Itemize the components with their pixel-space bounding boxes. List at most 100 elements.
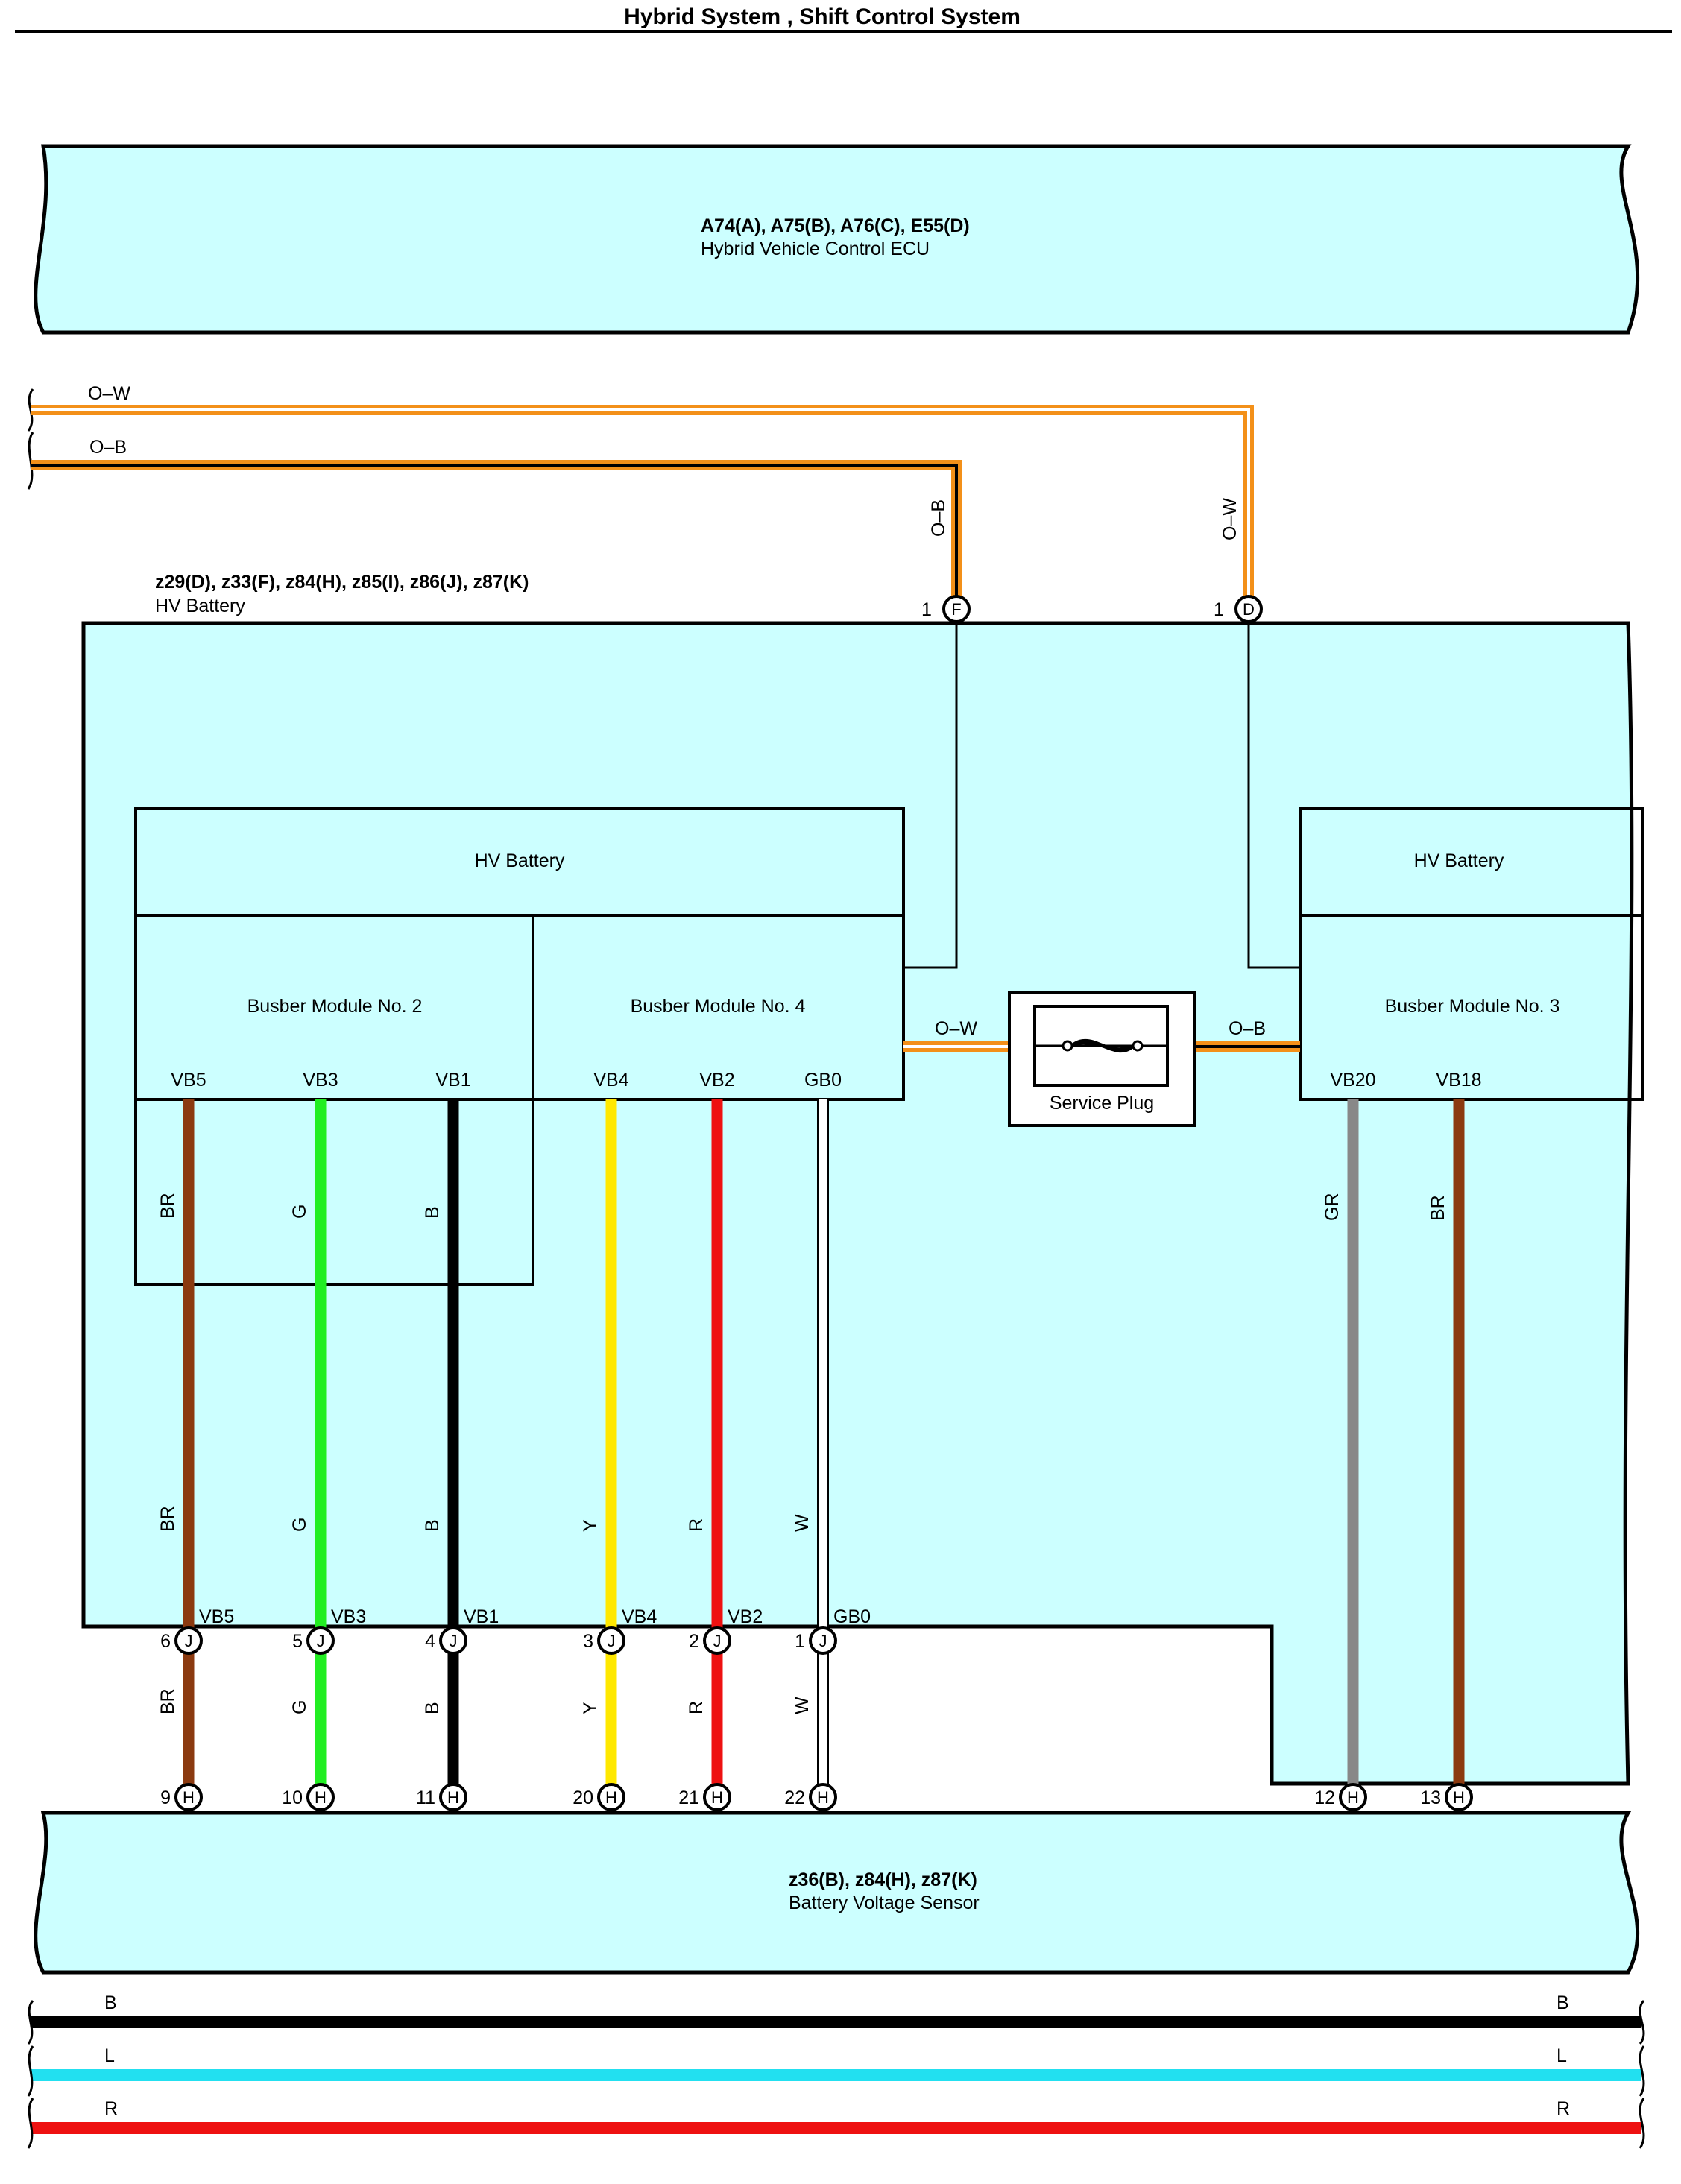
j-pin-label: VB1 — [464, 1606, 499, 1627]
wire-top-label: VB5 — [171, 1070, 206, 1091]
wire-color-code: R — [686, 1518, 707, 1532]
connector-letter: J — [317, 1632, 325, 1650]
wire-ob-top — [31, 460, 962, 605]
connector-letter: H — [1453, 1788, 1465, 1807]
internal-line-d — [1247, 622, 1300, 969]
connector-letter: J — [185, 1632, 193, 1650]
hv-battery-code: z29(D), z33(F), z84(H), z85(I), z86(J), … — [155, 572, 529, 593]
sensor-block — [34, 1811, 1640, 1975]
j-pin-label: VB4 — [622, 1606, 657, 1627]
connector-letter: J — [450, 1632, 458, 1650]
connector-letter: J — [608, 1632, 616, 1650]
connector-letter: J — [819, 1632, 827, 1650]
h-pin-number: 20 — [573, 1787, 593, 1808]
top-wire-breaks — [27, 388, 34, 490]
service-plug-label: Service Plug — [1050, 1093, 1154, 1114]
sensor-name: Battery Voltage Sensor — [789, 1893, 980, 1913]
wire-vb4: VB4YYJ3VB4H20VC4 — [573, 1070, 657, 1839]
connector-letter: J — [713, 1632, 722, 1650]
hv-battery-block — [81, 621, 1634, 1786]
service-plug-wire-code-right: O–B — [1229, 1018, 1266, 1039]
h-pin-number: 13 — [1420, 1787, 1441, 1808]
wire-vb5: VB5BRBRBRJ6VB5H9VC5 — [157, 1070, 234, 1839]
bus-wire-code-left: R — [104, 2098, 118, 2119]
busbar-module-3-label: Busber Module No. 3 — [1385, 996, 1560, 1017]
ecu-code: A74(A), A75(B), A76(C), E55(D) — [701, 215, 970, 236]
wire-color-code: BR — [1428, 1195, 1448, 1221]
bus-wire-code-right: R — [1557, 2098, 1570, 2119]
h-pin-number: 11 — [416, 1787, 435, 1808]
busbar-module-4-label: Busber Module No. 4 — [631, 996, 806, 1017]
wire-color-code: BR — [157, 1193, 178, 1219]
wire-top-label: VB2 — [699, 1070, 734, 1091]
wire-color-code: GR — [1322, 1193, 1343, 1222]
busbar-module-2-lower — [134, 1098, 534, 1286]
j-pin-number: 3 — [583, 1631, 593, 1652]
wire-top-label: VB1 — [435, 1070, 470, 1091]
bottom-wire-breaks — [27, 1999, 1645, 2149]
pin-number: 1 — [1214, 599, 1224, 620]
h-pin-number: 21 — [678, 1787, 699, 1808]
wire-code-ow-top: O–W — [88, 383, 130, 404]
internal-line-f — [903, 622, 958, 969]
connector-letter: H — [817, 1788, 829, 1807]
bus-wire-code-right: L — [1557, 2045, 1567, 2066]
connector-letter: H — [1347, 1788, 1359, 1807]
wire-color-code: W — [792, 1697, 813, 1714]
j-pin-label: VB3 — [331, 1606, 366, 1627]
h-pin-number: 9 — [160, 1787, 171, 1808]
connector-letter: H — [183, 1788, 195, 1807]
j-pin-number: 5 — [292, 1631, 303, 1652]
h-pin-number: 10 — [282, 1787, 303, 1808]
connector-letter: F — [951, 600, 961, 619]
connector-letter: H — [315, 1788, 327, 1807]
h-pin-number: 22 — [784, 1787, 805, 1808]
j-pin-label: GB0 — [833, 1606, 871, 1627]
wire-code-ob-top: O–B — [89, 437, 127, 458]
connector-letter: H — [711, 1788, 723, 1807]
bus-wire-code-left: L — [104, 2045, 115, 2066]
wire-code-ob-vertical: O–B — [928, 499, 949, 537]
wire-top-label: VB18 — [1436, 1070, 1481, 1091]
service-plug: Service Plug — [1008, 991, 1196, 1127]
hv-battery-name: HV Battery — [155, 596, 245, 616]
bus-wire-code-left: B — [104, 1992, 117, 2013]
wire-top-label: VB20 — [1330, 1070, 1375, 1091]
pin-number: 1 — [921, 599, 932, 620]
wire-color-code: B — [422, 1702, 443, 1714]
j-pin-number: 1 — [795, 1631, 805, 1652]
wire-color-code: W — [792, 1514, 813, 1532]
wire-color-code: B — [422, 1519, 443, 1532]
wire-color-code: B — [422, 1206, 443, 1219]
ecu-block — [34, 144, 1640, 335]
wire-color-code: G — [289, 1518, 310, 1532]
connector-letter: H — [447, 1788, 459, 1807]
wire-color-code: R — [686, 1701, 707, 1714]
wire-top-label: GB0 — [804, 1070, 842, 1091]
ecu-name: Hybrid Vehicle Control ECU — [701, 239, 930, 259]
wire-color-code: BR — [157, 1506, 178, 1532]
wire-color-code: G — [289, 1700, 310, 1714]
wire-color-code: Y — [580, 1702, 601, 1714]
wire-top-label: VB4 — [593, 1070, 628, 1091]
j-pin-label: VB2 — [728, 1606, 763, 1627]
busbar-module-3-box — [1299, 914, 1644, 1101]
connector-letter: H — [605, 1788, 617, 1807]
connector-f-pin-1: 1 F — [921, 595, 971, 623]
j-pin-number: 4 — [425, 1631, 435, 1652]
wire-color-code: BR — [157, 1688, 178, 1714]
page-title: Hybrid System , Shift Control System — [624, 4, 1021, 29]
wire-vb2: VB2RRJ2VB2H21VC2 — [678, 1070, 763, 1839]
wire-top-label: VB3 — [303, 1070, 338, 1091]
service-plug-wire-code-left: O–W — [935, 1018, 977, 1039]
wire-ow-top — [31, 405, 1254, 605]
busbar-module-2-label: Busber Module No. 2 — [247, 996, 423, 1017]
sensor-code: z36(B), z84(H), z87(K) — [789, 1869, 977, 1890]
hv-battery-right-label: HV Battery — [1414, 850, 1504, 871]
j-pin-label: VB5 — [199, 1606, 234, 1627]
